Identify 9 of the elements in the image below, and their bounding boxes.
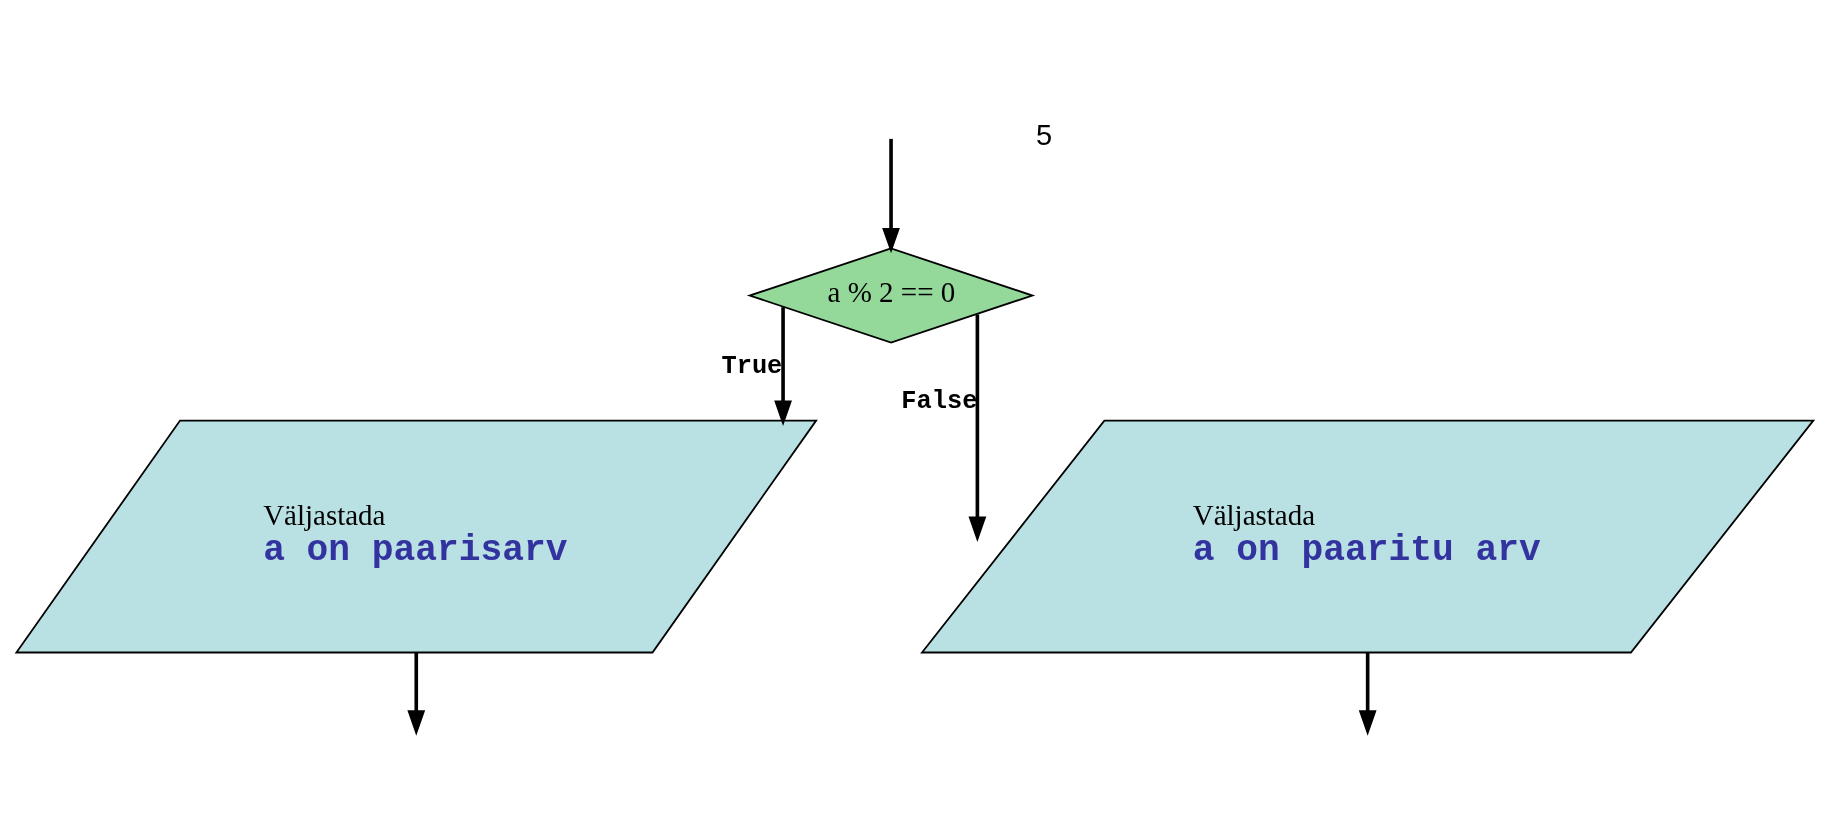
arrow xyxy=(774,306,792,426)
edge-label: False xyxy=(901,386,978,416)
edge-label: True xyxy=(721,351,783,381)
node-diamond: a % 2 == 0 xyxy=(746,246,1036,344)
arrow xyxy=(407,652,426,736)
label: 5 xyxy=(1036,118,1053,151)
arrow xyxy=(1358,652,1377,736)
arrow xyxy=(882,138,900,253)
arrow xyxy=(968,313,987,542)
